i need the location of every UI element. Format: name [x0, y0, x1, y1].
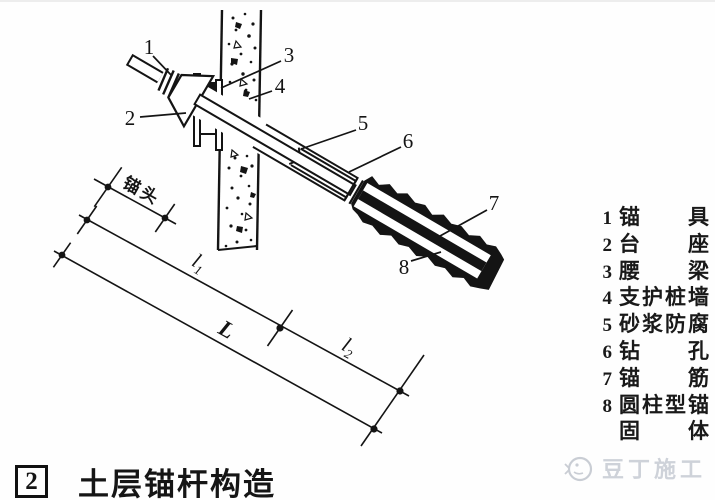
part-label-7: 7 — [489, 191, 500, 215]
mortar-protection-lines — [288, 147, 358, 199]
rod-body — [193, 93, 357, 197]
legend-item-number: 6 — [602, 341, 613, 363]
leader-8 — [410, 251, 442, 262]
legend-item-number: 5 — [602, 315, 613, 337]
legend-item-label: 支护桩墙 — [619, 285, 709, 310]
legend-item: 8 圆柱型锚 — [596, 392, 710, 420]
legend-item-label: 台座 — [619, 231, 709, 256]
dim-label-total: L — [214, 315, 239, 344]
legend-item: 7 锚筋 — [596, 365, 710, 393]
figure-title: 土层锚杆构造 — [78, 467, 276, 500]
legend-item-number: 4 — [602, 288, 613, 310]
docin-logo-icon — [564, 456, 593, 482]
legend-item-label: 腰梁 — [619, 258, 709, 283]
rod-tip — [125, 53, 166, 85]
legend-item: 3 腰梁 — [596, 258, 710, 286]
leader-2 — [139, 112, 187, 118]
dim-extension-right — [360, 354, 425, 447]
legend-item: 1 锚具 — [596, 205, 710, 232]
part-number-labels: 1 2 3 4 5 6 7 8 — [125, 35, 500, 279]
figure-number: 2 — [25, 467, 38, 495]
legend: 1 锚具 2 台座 3 腰梁 4 支护桩墙 5 砂浆防腐 6 钻孔 7 锚筋 8 圆柱型锚固体 — [596, 205, 710, 445]
leader-4 — [248, 90, 273, 100]
legend-item-label: 固体 — [619, 419, 709, 444]
rod-collar — [343, 177, 364, 205]
part-label-4: 4 — [275, 74, 286, 98]
part-label-6: 6 — [403, 129, 414, 153]
legend-item-number: 2 — [602, 234, 613, 256]
waler-bolt — [206, 82, 217, 94]
legend-item: 6 钻孔 — [596, 338, 710, 366]
leader-7 — [439, 209, 488, 237]
scan-edge-artifact — [0, 0, 715, 2]
dim-line-total — [53, 250, 383, 434]
part-label-3: 3 — [284, 43, 295, 67]
legend-item-label: 锚筋 — [619, 365, 709, 390]
drill-hole-lines — [252, 123, 359, 202]
legend-item-label: 圆柱型锚 — [619, 392, 709, 417]
leader-5 — [300, 129, 357, 150]
part-label-2: 2 — [125, 106, 136, 130]
legend-item-label: 砂浆防腐 — [619, 312, 709, 337]
legend-item: 4 支护桩墙 — [596, 285, 710, 312]
anchor-rod-assembly — [125, 53, 505, 290]
wall-concrete-speckles — [224, 12, 258, 248]
legend-item-label: 钻孔 — [619, 338, 709, 363]
legend-item-number: 1 — [602, 208, 613, 229]
leader-1 — [152, 55, 173, 77]
legend-item: 2 台座 — [596, 231, 710, 259]
legend-item-number: 7 — [602, 368, 613, 390]
figure-caption: 2 土层锚杆构造 — [15, 459, 276, 500]
legend-item-number: 3 — [602, 261, 613, 283]
legend-item-label: 锚具 — [619, 205, 709, 229]
figure-number-box: 2 — [15, 465, 48, 498]
dim-label-l1: l1 — [187, 248, 211, 278]
dimension-lines — [52, 166, 425, 447]
legend-item: 5 砂浆防腐 — [596, 312, 710, 339]
dim-label-anchor-head: 锚头 — [120, 172, 165, 209]
legend-item-number: 8 — [602, 395, 613, 417]
legend-item: 固体 — [596, 419, 709, 445]
leader-3 — [220, 60, 282, 89]
leader-6 — [348, 146, 402, 173]
leader-lines — [139, 55, 488, 262]
anchor-tendon — [358, 190, 487, 272]
part-label-1: 1 — [144, 35, 155, 59]
dim-line-l1-l2 — [78, 214, 410, 397]
watermark: 豆丁施工 — [564, 452, 706, 484]
part-label-5: 5 — [358, 111, 369, 135]
part-label-8: 8 — [399, 255, 410, 279]
watermark-text: 豆丁施工 — [602, 457, 707, 482]
anchor-grout-body — [351, 176, 505, 290]
